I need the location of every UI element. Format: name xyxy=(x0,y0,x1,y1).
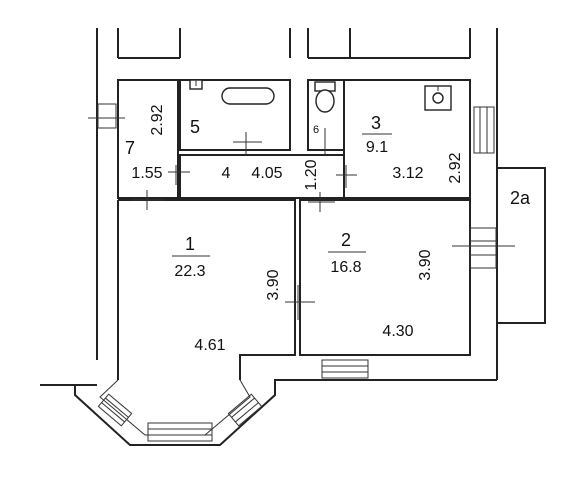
room-7-number: 7 xyxy=(125,138,135,158)
room-3-depth: 2.92 xyxy=(447,152,464,183)
room-3-number: 3 xyxy=(371,113,381,133)
room-3-width: 3.12 xyxy=(392,165,423,182)
exterior-walls xyxy=(40,28,498,386)
room-1-width: 4.61 xyxy=(194,337,225,354)
bathtub-icon xyxy=(221,87,275,105)
sink-icon xyxy=(424,85,452,111)
washbasin-icon xyxy=(189,79,203,90)
room-7-depth: 2.92 xyxy=(149,104,166,135)
room-4-depth: 1.20 xyxy=(303,159,320,190)
room-7-width: 1.55 xyxy=(131,165,162,182)
room-2-width: 4.30 xyxy=(382,323,413,340)
room-1-number: 1 xyxy=(185,234,195,254)
room-2-number: 2 xyxy=(341,230,351,250)
room-outlines xyxy=(117,79,471,380)
bay-window xyxy=(74,379,280,446)
room-2a-number: 2a xyxy=(510,188,531,208)
door-icon xyxy=(130,128,357,320)
room-6-number: 6 xyxy=(313,124,319,136)
window-icon xyxy=(88,103,515,379)
room-3-area: 9.1 xyxy=(366,139,388,156)
room-4-number: 4 xyxy=(222,165,231,182)
room-2-area: 16.8 xyxy=(330,259,361,276)
toilet-icon xyxy=(314,81,336,113)
room-1-depth: 3.90 xyxy=(265,269,282,300)
room-2-depth: 3.90 xyxy=(417,249,434,280)
room-1-area: 22.3 xyxy=(174,263,205,280)
room-5-number: 5 xyxy=(190,117,200,137)
room-4-width: 4.05 xyxy=(251,165,282,182)
